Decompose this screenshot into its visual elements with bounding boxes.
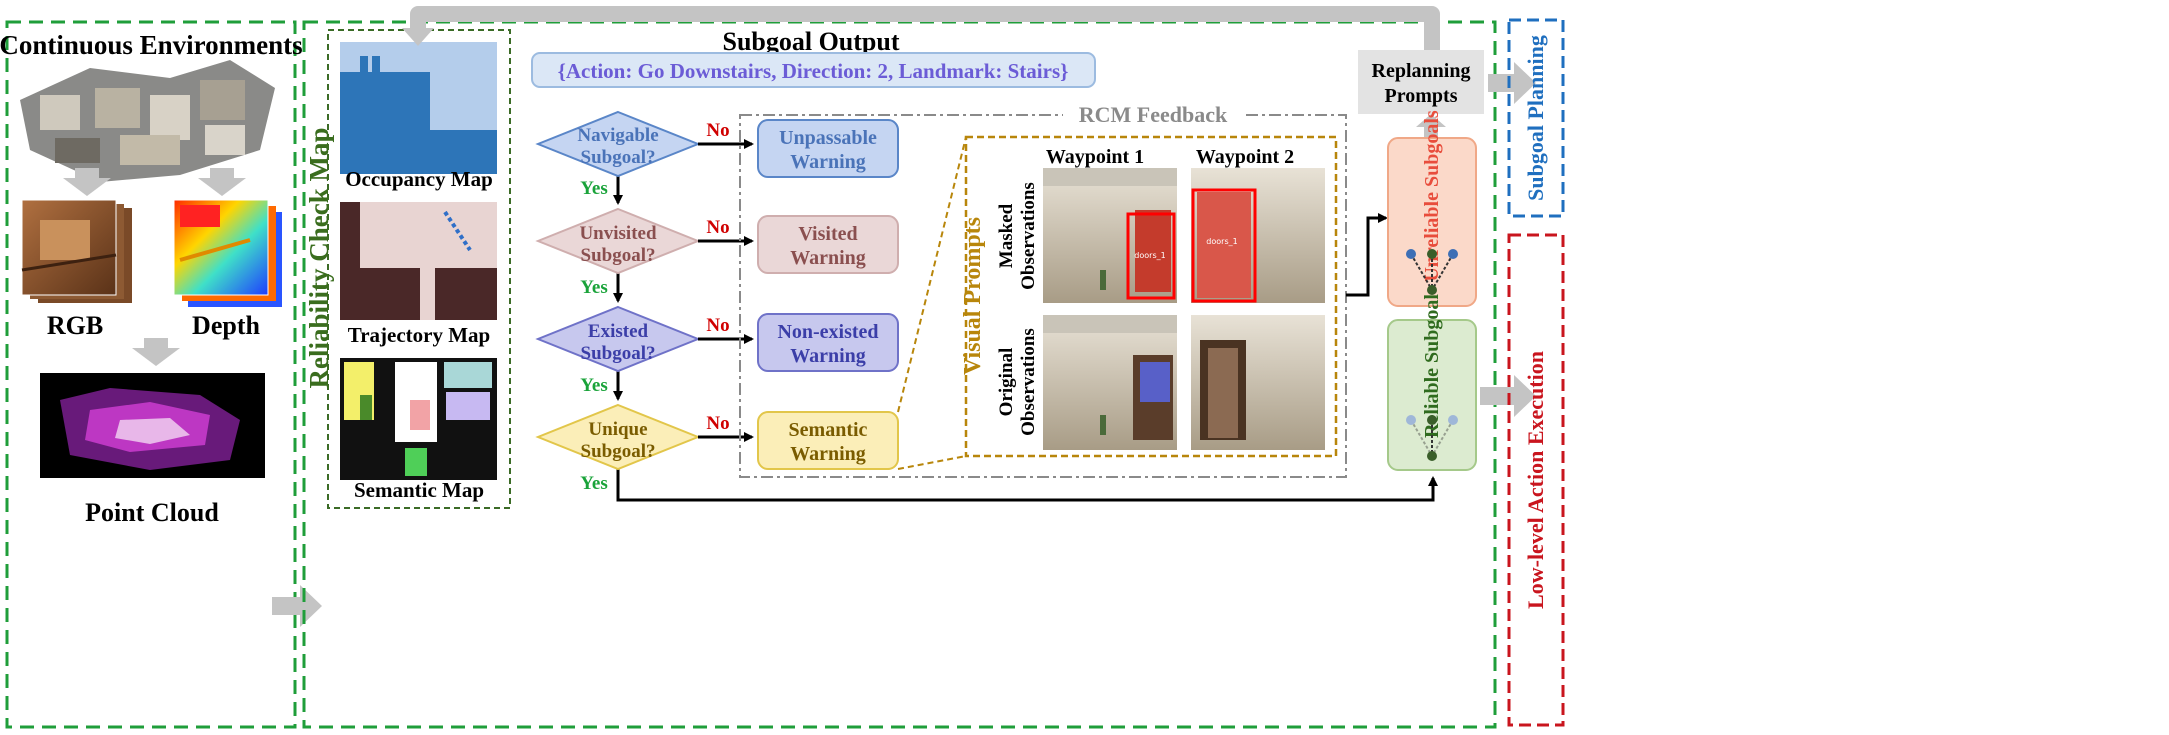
- replanning-prompts-line2: Prompts: [1385, 85, 1458, 107]
- original-observations-line2: Observations: [1018, 328, 1039, 436]
- no-label-4: No: [706, 413, 729, 434]
- reliable-subgoal-box: [1387, 319, 1477, 471]
- low-level-execution-box: [1507, 233, 1565, 727]
- no-label-2: No: [706, 217, 729, 238]
- warning-visited: [757, 215, 899, 274]
- masked-tag-2: doors_1: [1206, 237, 1237, 246]
- rgb-image-stack: [21, 199, 132, 303]
- no-label-1: No: [706, 120, 729, 141]
- masked-observation-waypoint2: doors_1: [1191, 168, 1325, 303]
- masked-tag-1: doors_1: [1134, 251, 1165, 260]
- replanning-prompts-line1: Replanning: [1372, 60, 1471, 82]
- yes-label-2: Yes: [580, 277, 607, 298]
- masked-observations-line2: Observations: [1018, 182, 1039, 290]
- warning-semantic-line2: Warning: [790, 443, 866, 465]
- no-label-3: No: [706, 315, 729, 336]
- yes-label-4: Yes: [580, 473, 607, 494]
- check-existed-line1: Existed: [588, 321, 649, 342]
- warning-non-existed: [757, 313, 899, 372]
- warning-visited-line2: Warning: [790, 247, 866, 269]
- replanning-prompts-box: [1358, 50, 1484, 114]
- replanning-loop-arrow: [410, 6, 1440, 50]
- original-observations-line1: Original: [996, 348, 1017, 417]
- flow-connector-reliable: [616, 466, 1438, 502]
- unreliable-tree-icon: [1406, 249, 1458, 295]
- unreliable-to-replanning-arrow: [1416, 114, 1446, 138]
- environment-3d-image: [20, 60, 275, 182]
- warning-semantic-line1: Semantic: [789, 419, 868, 441]
- low-level-execution-label: Low-level Action Execution: [1523, 351, 1548, 609]
- loop-arrowhead: [402, 28, 434, 46]
- warning-unpassable-line1: Unpassable: [779, 127, 877, 149]
- check-navigable-line1: Navigable: [577, 125, 658, 146]
- check-existed-line2: Subgoal?: [581, 343, 656, 364]
- check-unvisited-diamond: [535, 207, 701, 275]
- check-existed-diamond: [535, 305, 701, 373]
- check-navigable-diamond: [535, 110, 701, 178]
- rcm-feedback-title-bg: [1063, 102, 1243, 128]
- check-unique-line2: Subgoal?: [581, 441, 656, 462]
- warning-non-existed-line2: Warning: [790, 345, 866, 367]
- arrow-to-subgoal-planning: [1488, 62, 1536, 104]
- depth-label: Depth: [192, 311, 260, 340]
- trajectory-map-label: Trajectory Map: [348, 323, 490, 347]
- rgb-label: RGB: [47, 311, 103, 340]
- feedback-to-unreliable-arrow: [1346, 213, 1388, 297]
- masked-observations-line1: Masked: [996, 203, 1017, 268]
- down-arrow-rgb: [63, 168, 111, 196]
- check-navigable-line2: Subgoal?: [581, 147, 656, 168]
- environment-title: Continuous Environments: [0, 30, 303, 60]
- waypoint1-label: Waypoint 1: [1046, 146, 1144, 168]
- check-unique-line1: Unique: [588, 419, 647, 440]
- reliable-tree-icon: [1406, 415, 1458, 461]
- check-unique-diamond: [535, 403, 701, 471]
- warning-unpassable: [757, 119, 899, 178]
- check-unvisited-line1: Unvisited: [579, 223, 657, 244]
- rcm-vertical-title: Reliability Check Map: [304, 128, 334, 389]
- down-arrow-depth: [198, 168, 246, 196]
- check-unvisited-line2: Subgoal?: [581, 245, 656, 266]
- masked-observation-waypoint1: doors_1: [1043, 168, 1177, 303]
- unreliable-subgoals-box: [1387, 137, 1477, 307]
- point-cloud-label: Point Cloud: [85, 498, 219, 527]
- semantic-map-label: Semantic Map: [354, 478, 484, 502]
- yes-label-3: Yes: [580, 375, 607, 396]
- original-observation-waypoint1: [1043, 315, 1177, 450]
- warning-semantic: [757, 411, 899, 470]
- depth-image-stack: [173, 199, 282, 307]
- subgoal-planning-label: Subgoal Planning: [1523, 35, 1548, 201]
- yes-label-1: Yes: [580, 178, 607, 199]
- waypoint2-label: Waypoint 2: [1196, 146, 1294, 168]
- unreliable-subgoals-label: Unreliable Subgoals: [1421, 110, 1443, 282]
- right-arrow-to-rcm: [272, 585, 322, 627]
- rcm-feedback-title: RCM Feedback: [1079, 102, 1228, 127]
- visual-prompts-title: Visual Prompts: [960, 217, 986, 375]
- environment-panel: [5, 20, 297, 729]
- subgoal-output-text: {Action: Go Downstairs, Direction: 2, La…: [558, 59, 1069, 83]
- warning-unpassable-line2: Warning: [790, 151, 866, 173]
- occupancy-map-label: Occupancy Map: [345, 167, 493, 191]
- point-cloud-image: [40, 373, 265, 478]
- occupancy-map-image: [340, 42, 497, 174]
- trajectory-map-image: [340, 202, 497, 320]
- zoom-line-top: [897, 136, 967, 413]
- warning-visited-line1: Visited: [798, 223, 857, 245]
- warning-non-existed-line1: Non-existed: [777, 321, 878, 343]
- down-arrow-pointcloud: [132, 338, 180, 366]
- zoom-line-bottom: [897, 455, 967, 470]
- subgoal-output-box: [531, 52, 1096, 88]
- subgoal-planning-box: [1507, 18, 1565, 218]
- semantic-map-image: [340, 358, 497, 480]
- visual-prompts-region: [964, 135, 1338, 458]
- reliable-subgoal-label: Reliable Subgoal: [1421, 294, 1443, 438]
- subgoal-output-title: Subgoal Output: [722, 27, 899, 56]
- original-observation-waypoint2: [1191, 315, 1325, 450]
